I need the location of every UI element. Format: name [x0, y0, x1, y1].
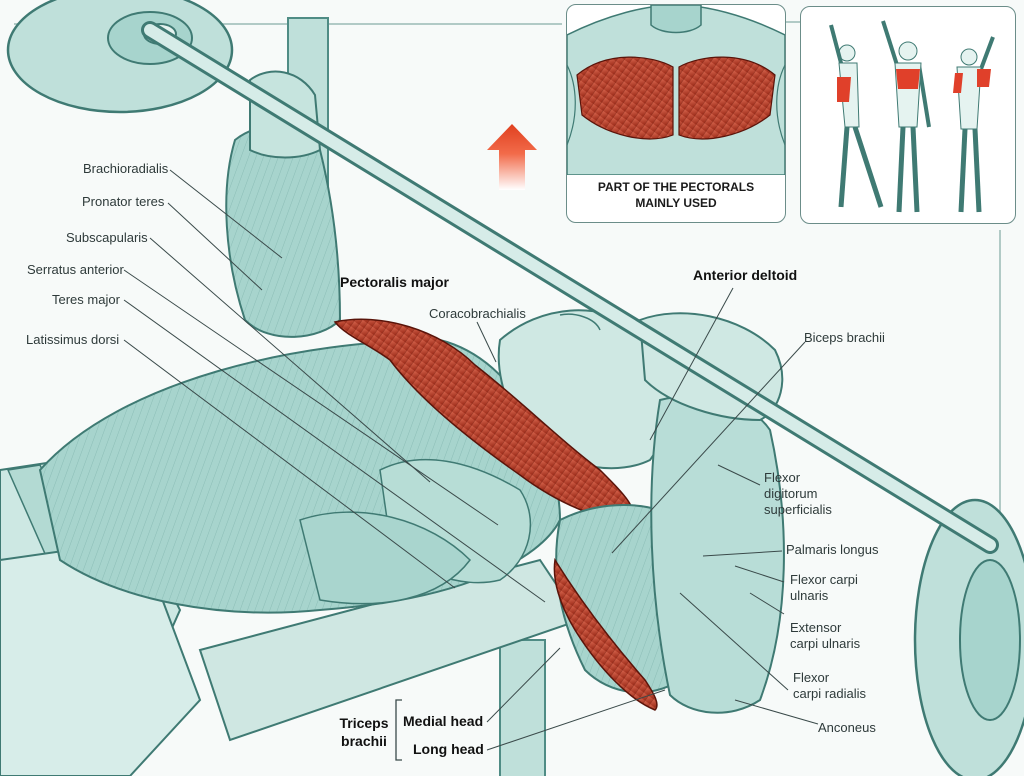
label-flexor-digitorum-line1: Flexor	[764, 470, 801, 485]
right-weight-plate	[913, 498, 1024, 776]
label-biceps-brachii: Biceps brachii	[804, 330, 885, 345]
label-flexor-carpi-ulnaris-line2: ulnaris	[790, 588, 829, 603]
label-flexor-carpi-ulnaris-line1: Flexor carpi	[790, 572, 858, 587]
label-long-head: Long head	[413, 741, 484, 757]
label-flexor-digitorum-line2: digitorum	[764, 486, 818, 501]
label-latissimus-dorsi: Latissimus dorsi	[26, 332, 120, 347]
chest-illustration	[567, 5, 785, 176]
leader-lines	[123, 169, 819, 761]
label-anconeus: Anconeus	[818, 720, 876, 735]
figure-front-view	[881, 20, 931, 213]
label-medial-head: Medial head	[403, 713, 484, 729]
label-teres-major: Teres major	[52, 292, 120, 307]
figure-side-view	[829, 24, 884, 208]
label-coracobrachialis: Coracobrachialis	[429, 306, 526, 321]
label-palmaris-longus: Palmaris longus	[786, 542, 879, 557]
label-extensor-carpi-ulnaris-line2: carpi ulnaris	[790, 636, 861, 651]
label-brachioradialis: Brachioradialis	[83, 161, 169, 176]
label-anterior-deltoid: Anterior deltoid	[693, 267, 798, 283]
inset-chest-caption-line2: MAINLY USED	[635, 196, 717, 210]
upward-arrow-icon	[487, 124, 537, 190]
label-pronator-teres: Pronator teres	[82, 194, 165, 209]
label-serratus-anterior: Serratus anterior	[27, 262, 124, 277]
label-flexor-carpi-radialis-line1: Flexor	[793, 670, 830, 685]
label-flexor-digitorum-line3: superficialis	[764, 502, 832, 517]
inset-chest-caption-line1: PART OF THE PECTORALS	[597, 180, 755, 194]
inset-chest-panel: PART OF THE PECTORALS MAINLY USED	[566, 4, 786, 223]
label-flexor-carpi-radialis-line2: carpi radialis	[793, 686, 866, 701]
barbell	[141, 21, 999, 554]
full-body-figures	[829, 20, 995, 213]
label-subscapularis: Subscapularis	[66, 230, 148, 245]
torso	[38, 338, 562, 614]
inset-bodies-panel	[800, 6, 1016, 224]
label-triceps-line1: Triceps	[339, 715, 389, 731]
label-pectoralis-major: Pectoralis major	[340, 274, 449, 290]
figure-back-view	[953, 36, 995, 213]
label-extensor-carpi-ulnaris-line1: Extensor	[790, 620, 842, 635]
label-triceps-line2: brachii	[341, 733, 387, 749]
